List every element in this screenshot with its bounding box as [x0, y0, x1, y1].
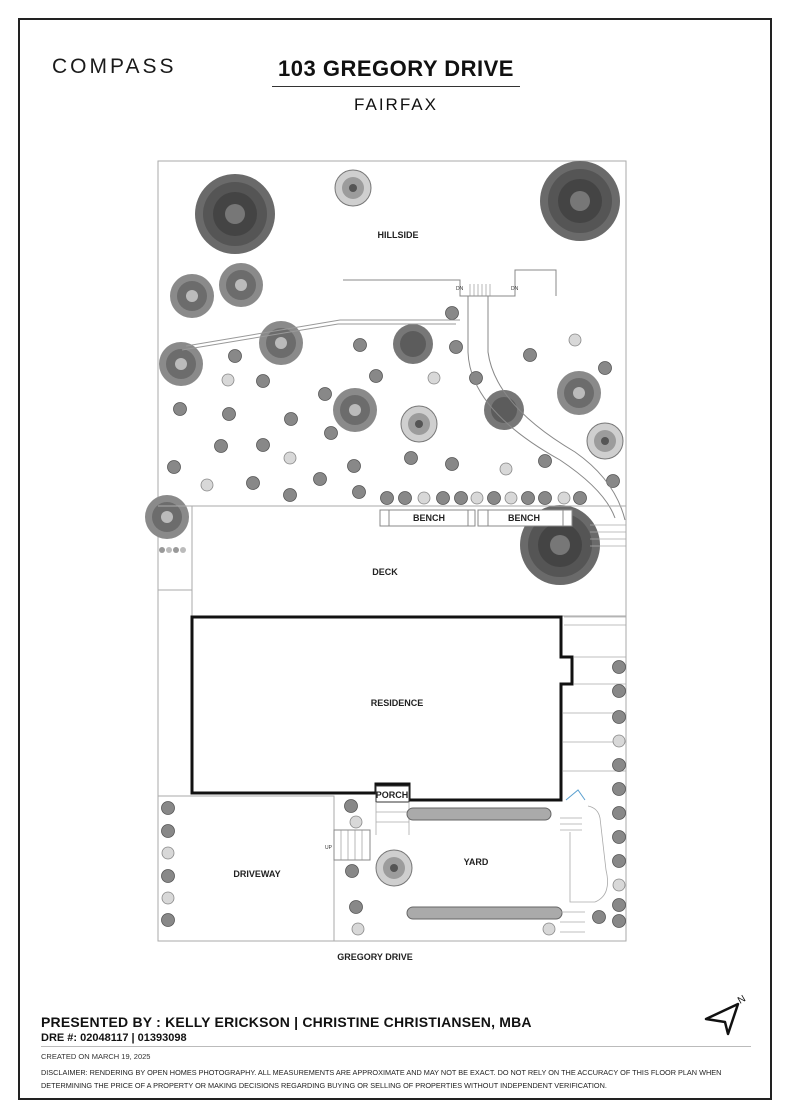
porch-area — [375, 785, 410, 803]
shrub-icon — [159, 547, 186, 553]
porch-label: PORCH — [376, 790, 409, 800]
tree-icon — [334, 169, 372, 207]
tree-icon — [219, 263, 263, 307]
tree-icon — [195, 174, 275, 254]
property-city: FAIRFAX — [354, 95, 438, 114]
page-border — [18, 18, 772, 1100]
compass-logo: COMPASS — [52, 55, 177, 78]
dre-numbers: DRE #: 02048117 | 01393098 — [41, 1032, 187, 1044]
hillside-label: HILLSIDE — [377, 230, 418, 240]
shrub-icon — [167, 306, 620, 502]
footer-divider — [41, 1046, 751, 1047]
tree-icon — [393, 324, 433, 364]
property-address: 103 GREGORY DRIVE — [278, 56, 514, 81]
hedge-row — [406, 906, 563, 920]
north-label: N — [736, 993, 748, 1006]
yard-label: YARD — [464, 857, 489, 867]
tree-icon — [375, 849, 413, 887]
driveway-area — [157, 795, 335, 942]
stair-dn-label: DN — [456, 286, 464, 292]
presented-by: PRESENTED BY : KELLY ERICKSON | CHRISTIN… — [41, 1014, 532, 1030]
shrub-icon — [161, 801, 175, 927]
tree-icon — [540, 161, 620, 241]
bench-2-label: BENCH — [508, 513, 540, 523]
tree-icon — [333, 388, 377, 432]
tree-icon — [484, 390, 524, 430]
street-label: GREGORY DRIVE — [337, 952, 413, 962]
disclaimer-text: DISCLAIMER: RENDERING BY OPEN HOMES PHOT… — [41, 1068, 722, 1090]
tree-icon — [557, 371, 601, 415]
residence-outline — [190, 615, 574, 802]
tree-icon — [400, 405, 438, 443]
north-arrow-icon: N — [704, 993, 748, 1036]
tree-icon — [145, 495, 189, 539]
entry-stairs — [333, 829, 371, 861]
stair-dn-label: DN — [511, 286, 519, 292]
tree-icon — [170, 274, 214, 318]
title-divider — [272, 86, 520, 87]
hedge-row — [406, 807, 552, 821]
residence-label: RESIDENCE — [371, 698, 424, 708]
shrub-icon — [612, 660, 626, 928]
tree-icon — [586, 422, 624, 460]
shrub-icon — [380, 491, 587, 505]
stair-up-label: UP — [325, 845, 333, 851]
driveway-label: DRIVEWAY — [233, 869, 280, 879]
tree-icon — [159, 342, 203, 386]
bench-1-label: BENCH — [413, 513, 445, 523]
created-date: CREATED ON MARCH 19, 2025 — [41, 1052, 151, 1061]
deck-label: DECK — [372, 567, 398, 577]
